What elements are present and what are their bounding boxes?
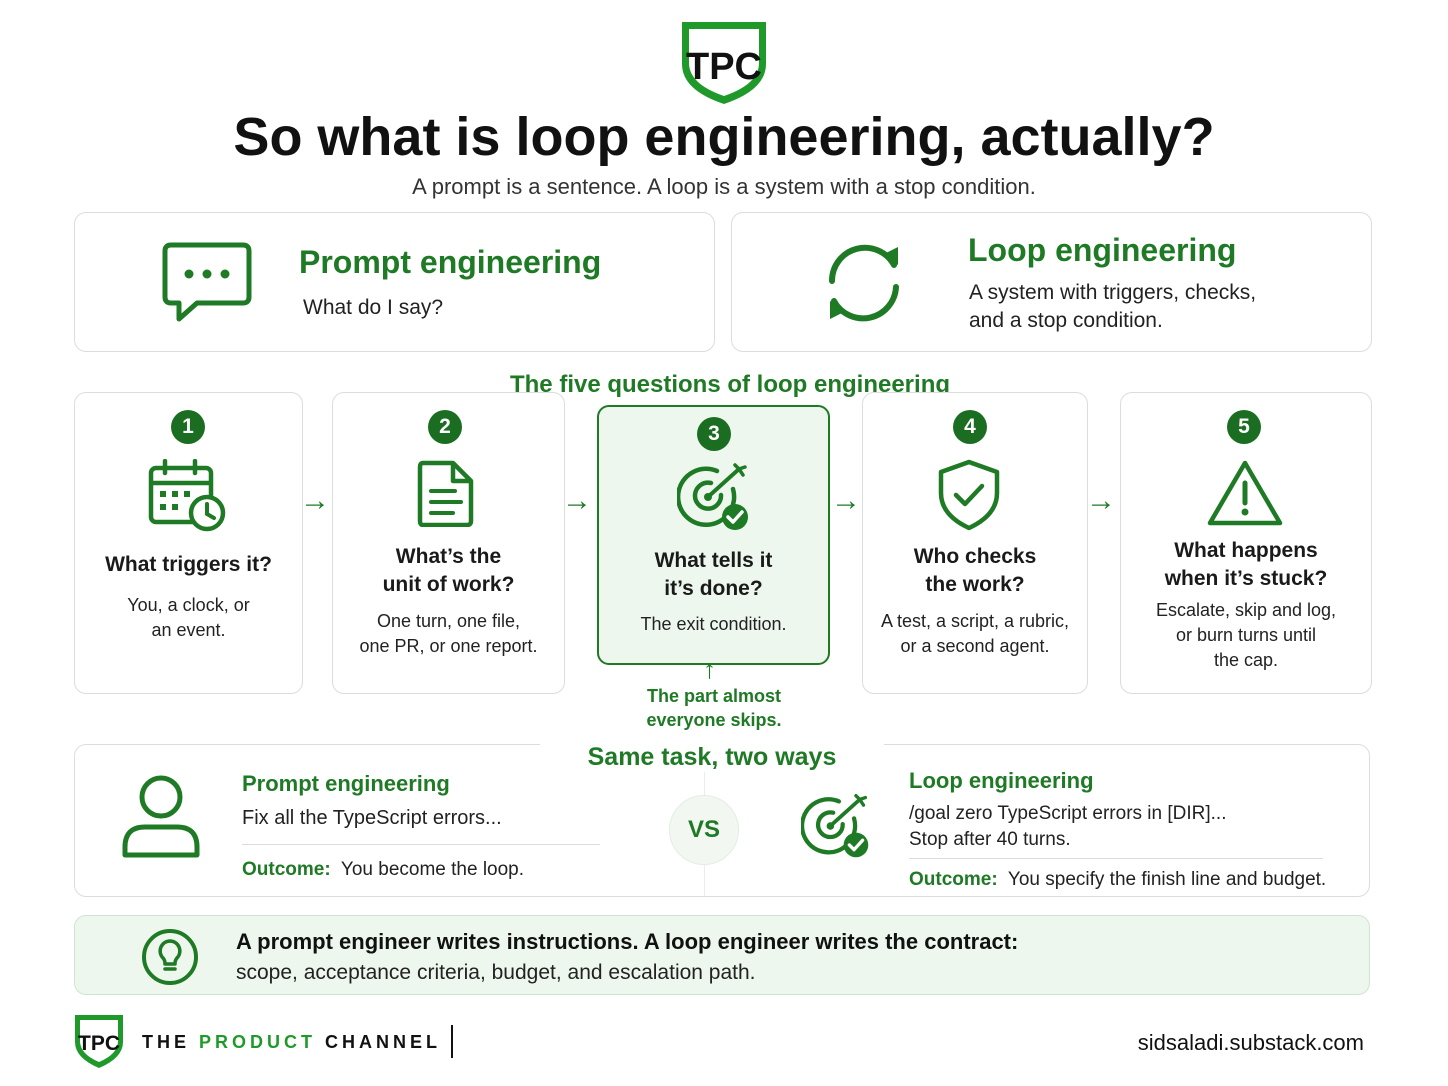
question-card-5: 5 What happens when it’s stuck? Escalate…	[1120, 392, 1372, 694]
refresh-cycle-icon	[814, 233, 914, 333]
question-title-2: What’s the unit of work?	[382, 545, 515, 596]
arrow-right-icon: →	[1086, 484, 1116, 517]
outcome-label: Outcome:	[909, 869, 998, 890]
question-title-1: What triggers it?	[105, 553, 272, 576]
same-task-loop-text: /goal zero TypeScript errors in [DIR]...…	[909, 803, 1227, 850]
outcome-label: Outcome:	[242, 859, 331, 880]
page-title: So what is loop engineering, actually?	[233, 107, 1215, 167]
document-icon	[417, 459, 475, 527]
vs-badge: VS	[669, 795, 739, 865]
logo-text: TPC	[686, 46, 762, 88]
target-check-icon	[677, 461, 753, 533]
outcome-text: You become the loop.	[340, 859, 525, 880]
question-desc-3: The exit condition.	[640, 614, 787, 634]
warning-triangle-icon	[1207, 459, 1283, 527]
prompt-engineering-card: Prompt engineering What do I say?	[74, 212, 715, 352]
loop-engineering-title: Loop engineering	[968, 232, 1237, 268]
arrow-right-icon: →	[300, 484, 330, 517]
question-number-5: 5	[1227, 410, 1261, 444]
calendar-clock-icon	[147, 459, 229, 535]
question-title-5: What happens when it’s stuck?	[1164, 539, 1328, 590]
brand-channel: CHANNEL	[325, 1032, 442, 1052]
arrow-right-icon: →	[831, 484, 861, 517]
question-desc-2: One turn, one file, one PR, or one repor…	[359, 611, 538, 656]
brand-the: THE	[142, 1032, 190, 1052]
question-card-4: 4 Who checks the work? A test, a script,…	[862, 392, 1088, 694]
arrow-right-icon: →	[562, 484, 592, 517]
lightbulb-icon	[141, 928, 199, 986]
question-card-1: 1 What triggers it? You, a clock, or an …	[74, 392, 303, 694]
footer-url[interactable]: sidsaladi.substack.com	[1137, 1030, 1364, 1055]
tip-line-1: A prompt engineer writes instructions. A…	[236, 929, 1019, 954]
outcome-text: You specify the finish line and budget.	[1007, 869, 1327, 890]
question-number-1: 1	[171, 410, 205, 444]
brand-product: PRODUCT	[199, 1032, 317, 1052]
same-task-prompt-title: Prompt engineering	[242, 771, 450, 796]
footer-logo-text: TPC	[78, 1032, 120, 1055]
prompt-engineering-title: Prompt engineering	[299, 244, 602, 280]
same-task-loop-title: Loop engineering	[909, 768, 1094, 793]
callout-text: The part almost everyone skips.	[646, 686, 782, 730]
question-number-3: 3	[697, 417, 731, 451]
up-arrow-icon: ↑	[703, 654, 716, 684]
divider	[242, 844, 600, 845]
target-check-icon	[801, 791, 873, 861]
prompt-engineering-desc: What do I say?	[303, 296, 444, 319]
question-desc-5: Escalate, skip and log, or burn turns un…	[1155, 600, 1337, 670]
loop-engineering-desc: A system with triggers, checks, and a st…	[969, 281, 1257, 332]
question-title-3: What tells it it’s done?	[654, 549, 773, 600]
footer-logo: TPC	[72, 1012, 126, 1070]
question-desc-1: You, a clock, or an event.	[127, 595, 250, 640]
question-desc-4: A test, a script, a rubric, or a second …	[880, 611, 1070, 656]
loop-engineering-card: Loop engineering A system with triggers,…	[731, 212, 1372, 352]
tip-bar: A prompt engineer writes instructions. A…	[74, 915, 1370, 995]
footer-divider	[451, 1025, 453, 1058]
person-icon	[121, 773, 201, 859]
question-card-3-highlighted: 3 What tells it it’s done? The exit cond…	[597, 405, 830, 665]
question-card-2: 2 What’s the unit of work? One turn, one…	[332, 392, 565, 694]
footer-brand: THE PRODUCT CHANNEL	[142, 1031, 441, 1053]
same-task-loop-outcome: Outcome: You specify the finish line and…	[909, 867, 1326, 893]
shield-check-icon	[937, 459, 1001, 531]
question-number-4: 4	[953, 410, 987, 444]
chat-bubble-icon	[161, 241, 253, 325]
same-task-prompt-outcome: Outcome: You become the loop.	[242, 857, 524, 883]
header-logo: TPC	[676, 16, 772, 108]
same-task-heading: Same task, two ways	[540, 742, 884, 772]
question-number-2: 2	[428, 410, 462, 444]
same-task-prompt-text: Fix all the TypeScript errors...	[242, 807, 502, 829]
tip-line-2: scope, acceptance criteria, budget, and …	[236, 961, 756, 984]
divider	[909, 858, 1323, 859]
page-subtitle: A prompt is a sentence. A loop is a syst…	[412, 174, 1036, 199]
question-title-4: Who checks the work?	[913, 545, 1037, 596]
